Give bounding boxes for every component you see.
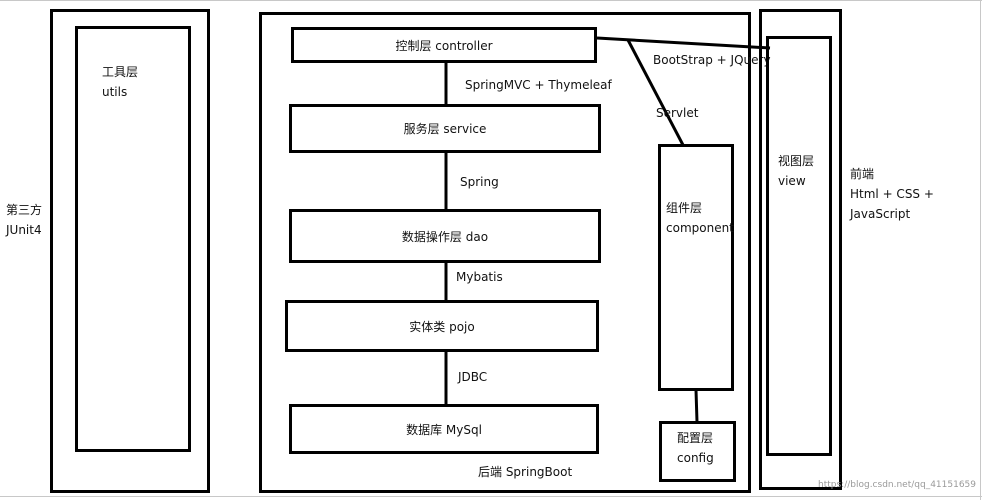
- servlet-label: Servlet: [656, 106, 699, 120]
- dao-label: 数据操作层 dao: [401, 229, 489, 244]
- database-box: 数据库 MySql: [289, 404, 599, 454]
- third-party-line2: JUnit4: [6, 223, 42, 237]
- jdbc-label: JDBC: [458, 370, 488, 384]
- springmvc-label: SpringMVC + Thymeleaf: [465, 78, 612, 92]
- view-box: [766, 36, 832, 456]
- config-line1: 配置层: [677, 431, 714, 445]
- component-box: [658, 144, 734, 391]
- frontend-line1: 前端: [850, 167, 875, 181]
- component-line1: 组件层: [666, 201, 703, 215]
- mybatis-label: Mybatis: [456, 270, 503, 284]
- bottom-edge: [0, 496, 982, 497]
- view-line2: view: [778, 174, 806, 188]
- frontend-line3: JavaScript: [850, 207, 911, 221]
- component-label: 组件层 component: [666, 198, 734, 238]
- spring-label: Spring: [460, 175, 499, 189]
- database-label: 数据库 MySql: [406, 422, 482, 437]
- pojo-box: 实体类 pojo: [285, 300, 599, 352]
- backend-container: [259, 12, 751, 493]
- component-line2: component: [666, 221, 734, 235]
- utils-box: [75, 26, 191, 452]
- view-line1: 视图层: [778, 154, 815, 168]
- watermark: https://blog.csdn.net/qq_41151659: [818, 480, 977, 490]
- frontend-line2: Html + CSS +: [850, 187, 934, 201]
- third-party-line1: 第三方: [6, 203, 43, 217]
- view-label: 视图层 view: [778, 151, 814, 191]
- controller-component-link: [626, 39, 685, 146]
- config-line2: config: [677, 451, 714, 465]
- controller-box: 控制层 controller: [291, 27, 597, 63]
- third-party-label: 第三方 JUnit4: [6, 200, 42, 240]
- bootstrap-label: BootStrap + JQuery: [653, 53, 771, 67]
- service-box: 服务层 service: [289, 104, 601, 153]
- utils-line2: utils: [102, 85, 128, 99]
- pojo-label: 实体类 pojo: [409, 319, 475, 334]
- utils-line1: 工具层: [102, 65, 139, 79]
- top-edge: [0, 0, 982, 1]
- right-edge: [980, 0, 981, 500]
- config-label: 配置层 config: [677, 428, 714, 468]
- component-config-link: [694, 389, 699, 423]
- frontend-label: 前端 Html + CSS + JavaScript: [850, 164, 934, 224]
- dao-box: 数据操作层 dao: [289, 209, 601, 263]
- utils-outer-box: [50, 9, 210, 493]
- controller-view-link: [596, 36, 771, 50]
- config-box: [659, 421, 736, 482]
- utils-label: 工具层 utils: [102, 62, 138, 102]
- backend-title: 后端 SpringBoot: [478, 465, 573, 479]
- controller-label: 控制层 controller: [395, 38, 493, 53]
- view-outer-box: [759, 9, 842, 490]
- service-label: 服务层 service: [403, 122, 487, 136]
